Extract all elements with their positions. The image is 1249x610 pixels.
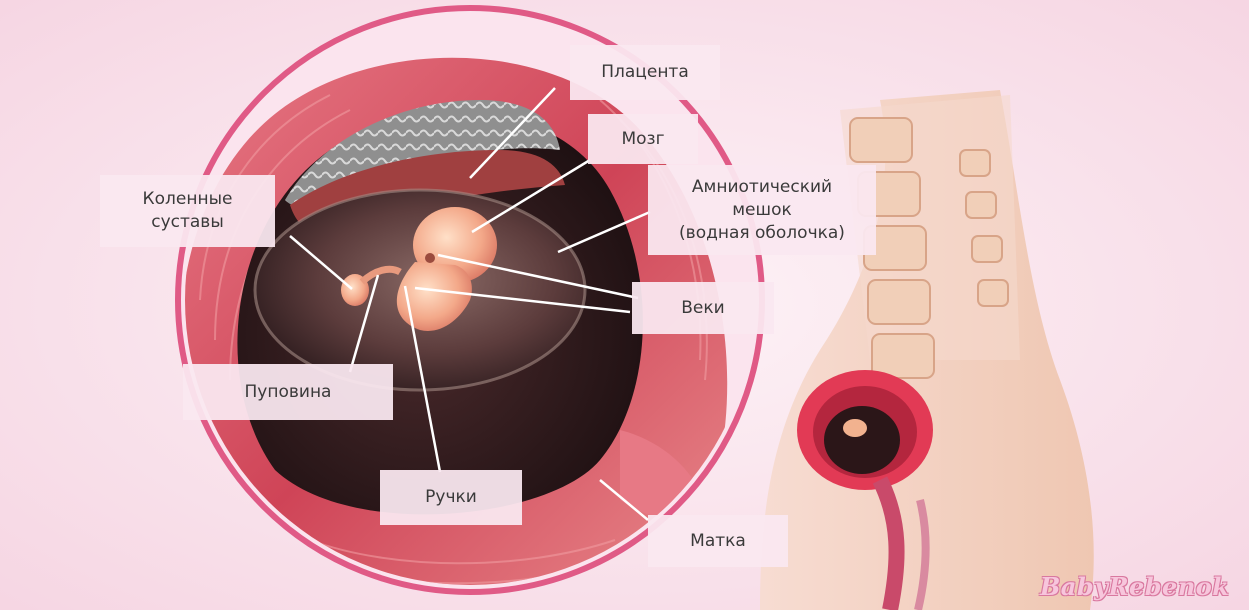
label-uterus: Матка	[648, 515, 788, 567]
label-knee-joints-line1: Коленные	[143, 188, 233, 211]
label-amniotic-sac-line1: Амниотический	[692, 176, 832, 199]
label-uterus-text: Матка	[690, 530, 746, 553]
label-arms: Ручки	[380, 470, 522, 525]
label-umbilical-cord-text: Пуповина	[245, 381, 332, 404]
label-arms-text: Ручки	[425, 486, 477, 509]
label-amniotic-sac-line3: (водная оболочка)	[679, 222, 845, 245]
label-knee-joints-line2: суставы	[151, 211, 224, 234]
label-brain: Мозг	[588, 114, 698, 164]
label-eyelids: Веки	[632, 282, 774, 334]
label-brain-text: Мозг	[621, 128, 664, 151]
label-eyelids-text: Веки	[681, 297, 724, 320]
label-placenta-text: Плацента	[601, 61, 689, 84]
label-knee-joints: Коленные суставы	[100, 175, 275, 247]
label-umbilical-cord: Пуповина	[183, 364, 393, 420]
label-amniotic-sac-line2: мешок	[732, 199, 792, 222]
watermark-logo: BabyRebenok	[1040, 572, 1229, 601]
label-placenta: Плацента	[570, 45, 720, 100]
label-amniotic-sac: Амниотический мешок (водная оболочка)	[648, 165, 876, 255]
